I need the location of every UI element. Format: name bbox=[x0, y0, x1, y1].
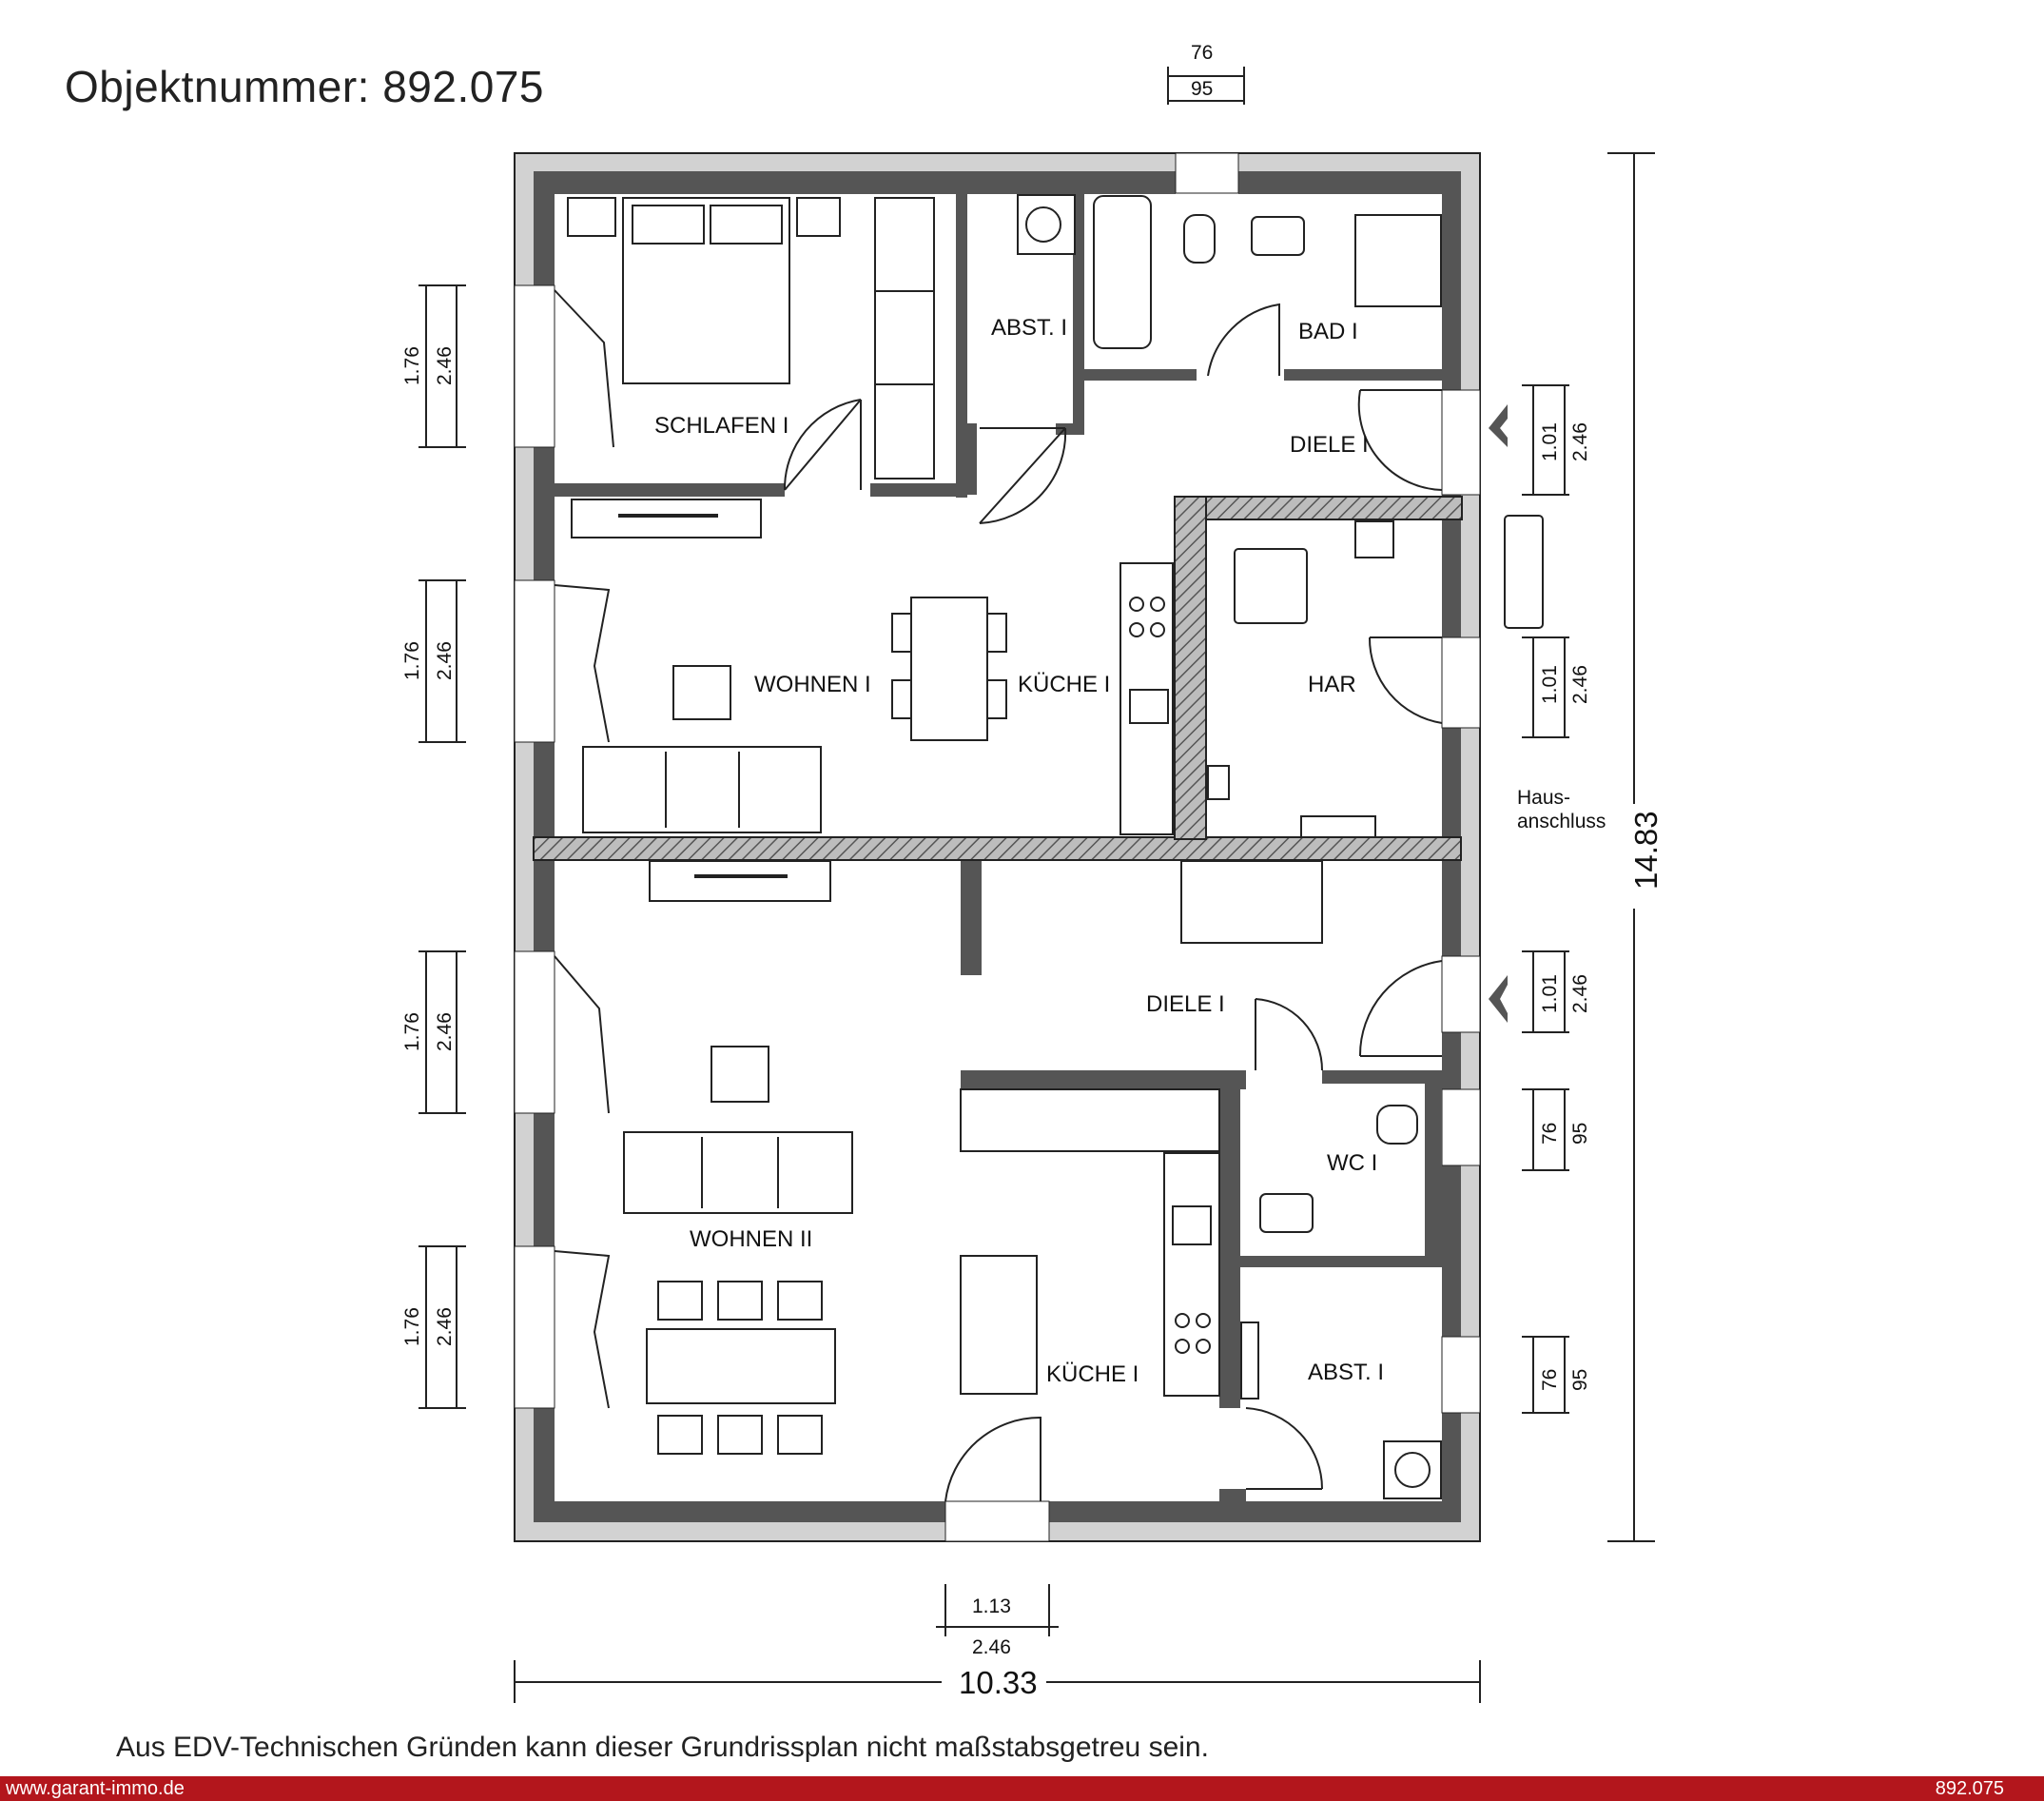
dim-right-4-w: 76 bbox=[1539, 1123, 1561, 1145]
footer-bar bbox=[0, 1776, 2044, 1801]
dim-right-5-h: 95 bbox=[1569, 1369, 1591, 1391]
dim-left-2-w: 1.76 bbox=[401, 641, 423, 680]
dim-left-3-w: 1.76 bbox=[401, 1012, 423, 1051]
room-label-diele-lower: DIELE I bbox=[1146, 991, 1225, 1017]
page-title: Objektnummer: 892.075 bbox=[65, 62, 544, 111]
dim-left-1-w: 1.76 bbox=[401, 346, 423, 385]
dim-left-4-w: 1.76 bbox=[401, 1307, 423, 1346]
dim-top-window-h: 95 bbox=[1191, 78, 1213, 100]
room-label-diele-upper: DIELE I bbox=[1290, 432, 1369, 458]
room-label-wc: WC I bbox=[1327, 1150, 1377, 1176]
room-label-wohnen-lower: WOHNEN II bbox=[690, 1226, 812, 1252]
dim-total-width: 10.33 bbox=[959, 1665, 1038, 1700]
doors bbox=[554, 289, 1443, 1502]
dim-total-height: 14.83 bbox=[1628, 811, 1664, 890]
dim-left-4-h: 2.46 bbox=[434, 1307, 456, 1346]
room-label-wohnen-upper: WOHNEN I bbox=[754, 672, 871, 697]
dim-right-3-w: 1.01 bbox=[1539, 974, 1561, 1013]
dim-left-1-h: 2.46 bbox=[434, 346, 456, 385]
dim-top-window-w: 76 bbox=[1191, 42, 1213, 64]
dim-right-5-w: 76 bbox=[1539, 1369, 1561, 1391]
dim-right-3-h: 2.46 bbox=[1569, 974, 1591, 1013]
room-label-abst-lower: ABST. I bbox=[1308, 1360, 1384, 1385]
dim-right-2-w: 1.01 bbox=[1539, 665, 1561, 704]
dim-right-1-h: 2.46 bbox=[1569, 422, 1591, 461]
room-label-bad: BAD I bbox=[1298, 319, 1358, 344]
furniture bbox=[567, 194, 1544, 1499]
disclaimer-text: Aus EDV-Technischen Gründen kann dieser … bbox=[116, 1732, 1209, 1763]
room-label-schlafen: SCHLAFEN I bbox=[654, 413, 788, 439]
room-label-kueche-lower: KÜCHE I bbox=[1046, 1361, 1139, 1387]
dim-right-2-h: 2.46 bbox=[1569, 665, 1591, 704]
room-label-abst-upper: ABST. I bbox=[991, 315, 1067, 341]
dim-right-4-h: 95 bbox=[1569, 1123, 1591, 1145]
dim-left-2-h: 2.46 bbox=[434, 641, 456, 680]
label-hausanschluss-2: anschluss bbox=[1517, 811, 1606, 832]
footer-website: www.garant-immo.de bbox=[6, 1778, 185, 1799]
label-hausanschluss-1: Haus- bbox=[1517, 787, 1570, 809]
hatched-walls bbox=[533, 496, 1463, 861]
interior-walls bbox=[555, 193, 1444, 1502]
dim-bottom-door-h: 2.46 bbox=[972, 1636, 1011, 1658]
entrance-markers bbox=[1489, 404, 1508, 1023]
room-label-kueche-upper: KÜCHE I bbox=[1018, 672, 1110, 697]
dim-right-1-w: 1.01 bbox=[1539, 422, 1561, 461]
dim-bottom-door-w: 1.13 bbox=[972, 1595, 1011, 1617]
dim-left-3-h: 2.46 bbox=[434, 1012, 456, 1051]
room-label-har: HAR bbox=[1308, 672, 1356, 697]
footer-object-number: 892.075 bbox=[1935, 1778, 2004, 1799]
